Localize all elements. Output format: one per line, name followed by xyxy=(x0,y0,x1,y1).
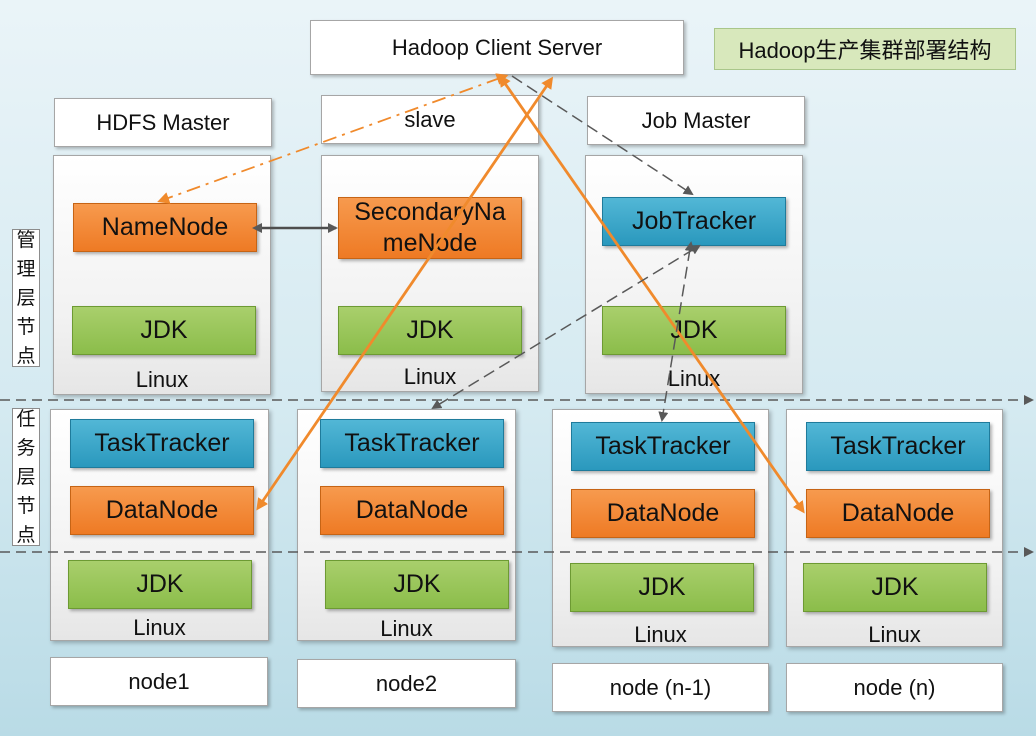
management-layer-char: 点 xyxy=(16,345,36,367)
master-panel-hdfs xyxy=(53,155,271,395)
namenode-label: NameNode xyxy=(101,213,229,241)
task-layer-char: 节 xyxy=(16,495,36,517)
management-layer-char: 层 xyxy=(16,287,36,309)
linux-node-n: Linux xyxy=(868,622,921,647)
jdk-hdfs-master: JDK xyxy=(72,306,256,355)
management-layer-char: 节 xyxy=(16,316,36,338)
node-name-text: node (n-1) xyxy=(609,674,712,700)
task-layer-char: 任 xyxy=(16,408,36,430)
task-layer-char: 点 xyxy=(16,524,36,546)
master-panel-job xyxy=(585,155,803,394)
tasktracker-label: TaskTracker xyxy=(94,429,230,457)
master-header-job: Job Master xyxy=(587,96,805,145)
master-header-slave-text: slave xyxy=(404,106,456,132)
jdk-node-n-1: JDK xyxy=(570,563,754,612)
client-server-label: Hadoop Client Server xyxy=(391,34,603,60)
datanode-label: DataNode xyxy=(355,496,469,524)
jdk-node-n: JDK xyxy=(803,563,987,612)
diagram-title-text: Hadoop生产集群部署结构 xyxy=(738,38,992,63)
jobtracker-label: JobTracker xyxy=(631,207,757,235)
tasktracker-node-n: TaskTracker xyxy=(806,422,990,471)
linux-job-master: Linux xyxy=(667,366,721,391)
secondary-namenode-label-line2: meNode xyxy=(382,229,478,257)
tasktracker-label: TaskTracker xyxy=(595,432,731,460)
management-layer-label: 管 理 层 节 点 xyxy=(12,229,40,367)
linux-node-n-1: Linux xyxy=(634,622,687,647)
node-name-node-n: node (n) xyxy=(786,663,1003,712)
datanode-label: DataNode xyxy=(105,496,219,524)
jdk-label: JDK xyxy=(670,316,718,344)
jdk-label: JDK xyxy=(393,570,441,598)
datanode-node-n-1: DataNode xyxy=(571,489,755,538)
task-layer-char: 务 xyxy=(16,437,36,459)
jdk-label: JDK xyxy=(140,316,188,344)
node-name-text: node1 xyxy=(128,668,190,694)
secondary-namenode-label-line1: SecondaryNa xyxy=(354,198,506,226)
jdk-label: JDK xyxy=(136,570,184,598)
tasktracker-label: TaskTracker xyxy=(830,432,966,460)
node-name-text: node2 xyxy=(375,670,438,696)
management-layer-char: 管 xyxy=(16,229,36,251)
jobtracker: JobTracker xyxy=(602,197,786,246)
master-header-job-text: Job Master xyxy=(641,107,751,133)
diagram-title: Hadoop生产集群部署结构 xyxy=(714,28,1016,70)
jdk-label: JDK xyxy=(638,573,686,601)
jdk-label: JDK xyxy=(406,316,454,344)
task-layer-label: 任 务 层 节 点 xyxy=(12,408,40,546)
tasktracker-label: TaskTracker xyxy=(344,429,480,457)
datanode-node2: DataNode xyxy=(320,486,504,535)
task-layer-char: 层 xyxy=(16,466,36,488)
datanode-node-n: DataNode xyxy=(806,489,990,538)
tasktracker-node1: TaskTracker xyxy=(70,419,254,468)
linux-hdfs-master: Linux xyxy=(135,367,189,392)
tasktracker-node2: TaskTracker xyxy=(320,419,504,468)
node-name-node1: node1 xyxy=(50,657,268,706)
secondary-namenode: SecondaryNa meNode xyxy=(338,197,522,259)
jdk-slave: JDK xyxy=(338,306,522,355)
linux-node1: Linux xyxy=(133,615,186,640)
linux-slave: Linux xyxy=(403,364,457,389)
node-name-node2: node2 xyxy=(297,659,516,708)
jdk-job-master: JDK xyxy=(602,306,786,355)
jdk-node1: JDK xyxy=(68,560,252,609)
client-server-box: Hadoop Client Server xyxy=(310,20,684,75)
tasktracker-node-n-1: TaskTracker xyxy=(571,422,755,471)
linux-node2: Linux xyxy=(380,616,433,641)
datanode-label: DataNode xyxy=(841,499,955,527)
jdk-label: JDK xyxy=(871,573,919,601)
management-layer-char: 理 xyxy=(16,258,36,280)
datanode-node1: DataNode xyxy=(70,486,254,535)
master-panel-slave xyxy=(321,155,539,392)
datanode-label: DataNode xyxy=(606,499,720,527)
master-header-slave: slave xyxy=(321,95,539,144)
master-header-hdfs: HDFS Master xyxy=(54,98,272,147)
jdk-node2: JDK xyxy=(325,560,509,609)
node-name-text: node (n) xyxy=(853,674,936,700)
node-name-node-n-1: node (n-1) xyxy=(552,663,769,712)
namenode: NameNode xyxy=(73,203,257,252)
master-header-hdfs-text: HDFS Master xyxy=(96,109,230,135)
